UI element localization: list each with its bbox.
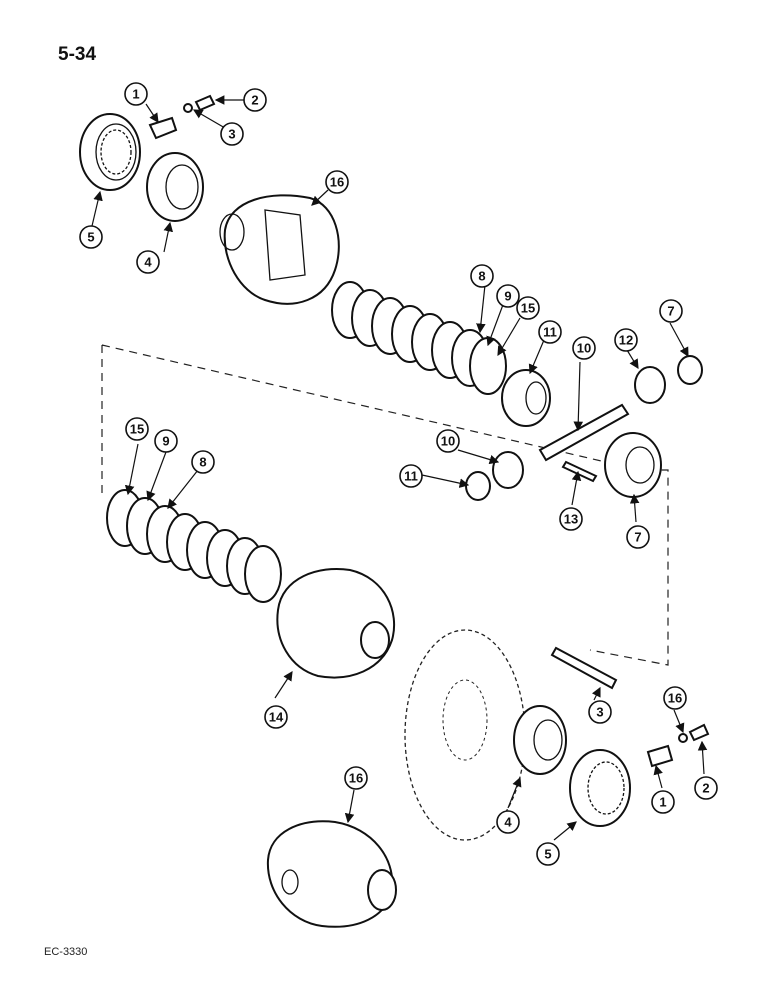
lock-tab-lower [646, 744, 674, 768]
callout-10: 10 [436, 429, 460, 453]
callout-label: 7 [667, 304, 674, 319]
washer-top [183, 103, 193, 113]
callout-label: 3 [228, 127, 235, 142]
roll-pin [561, 460, 598, 483]
callout-label: 2 [702, 781, 709, 796]
differential-case-bottom [266, 820, 397, 928]
callout-label: 15 [130, 422, 144, 437]
bearing-cone-lower [513, 705, 567, 775]
callout-15: 15 [125, 417, 149, 441]
callout-label: 16 [349, 771, 363, 786]
callout-label: 15 [521, 301, 535, 316]
ring-gear-bolt [550, 646, 618, 690]
callout-label: 4 [144, 255, 152, 270]
callout-label: 8 [478, 269, 485, 284]
thrust-washer-left [465, 471, 491, 501]
differential-case-middle [276, 568, 396, 679]
callout-8: 8 [191, 450, 215, 474]
lock-tab-top [148, 116, 178, 140]
callout-label: 9 [504, 289, 511, 304]
callout-5: 5 [79, 225, 103, 249]
callout-label: 3 [596, 705, 603, 720]
page-title: 5-34 [58, 44, 97, 65]
callout-label: 10 [441, 434, 455, 449]
callout-16: 16 [325, 170, 349, 194]
callout-label: 2 [251, 93, 258, 108]
callout-label: 5 [87, 230, 94, 245]
callout-label: 1 [659, 795, 666, 810]
callout-7: 7 [659, 299, 683, 323]
callout-label: 11 [543, 325, 557, 340]
pinion-gear-right [634, 366, 666, 404]
callout-label: 9 [162, 434, 169, 449]
callout-12: 12 [614, 328, 638, 352]
pinion-gear-left [492, 451, 524, 489]
bolt-lower [688, 723, 710, 742]
callout-label: 10 [577, 341, 591, 356]
callout-label: 16 [330, 175, 344, 190]
callout-10: 10 [572, 336, 596, 360]
callout-4: 4 [136, 250, 160, 274]
clutch-disc-stack-top [331, 281, 507, 395]
callout-1: 1 [651, 790, 675, 814]
callout-label: 11 [404, 469, 418, 484]
ring-gear [404, 629, 526, 841]
callout-label: 14 [269, 710, 284, 725]
callout-label: 5 [544, 847, 551, 862]
callout-13: 13 [559, 507, 583, 531]
callout-8: 8 [470, 264, 494, 288]
callout-label: 16 [668, 691, 682, 706]
cross-shaft [538, 403, 630, 462]
washer-lower [678, 733, 688, 743]
callout-16: 16 [663, 686, 687, 710]
callout-9: 9 [496, 284, 520, 308]
bolt-top [194, 94, 216, 112]
side-gear-right [604, 432, 662, 498]
bearing-cup-top [79, 113, 141, 191]
ring-gear-hub [442, 679, 488, 761]
callout-2: 2 [694, 776, 718, 800]
side-gear-top [501, 369, 551, 427]
clutch-disc-stack-left [106, 489, 282, 603]
callout-3: 3 [220, 122, 244, 146]
callout-label: 8 [199, 455, 206, 470]
callout-5: 5 [536, 842, 560, 866]
callout-label: 1 [132, 87, 139, 102]
callout-15: 15 [516, 296, 540, 320]
assembly-guide-line [101, 344, 669, 666]
callout-7: 7 [626, 525, 650, 549]
callout-3: 3 [588, 700, 612, 724]
callout-11: 11 [399, 464, 423, 488]
callout-11: 11 [538, 320, 562, 344]
callout-label: 4 [504, 815, 512, 830]
callout-14: 14 [264, 705, 288, 729]
figure-code: EC-3330 [44, 946, 88, 958]
callout-4: 4 [496, 810, 520, 834]
callout-2: 2 [243, 88, 267, 112]
callout-label: 13 [564, 512, 578, 527]
differential-case-top [219, 194, 340, 305]
callout-1: 1 [124, 82, 148, 106]
callout-label: 7 [634, 530, 641, 545]
bearing-cup-lower [569, 749, 631, 827]
callout-leaders [91, 95, 708, 841]
callout-label: 12 [619, 333, 633, 348]
callout-9: 9 [154, 429, 178, 453]
callout-16: 16 [344, 766, 368, 790]
bearing-cone-top [146, 152, 204, 222]
thrust-washer-right [677, 355, 703, 385]
